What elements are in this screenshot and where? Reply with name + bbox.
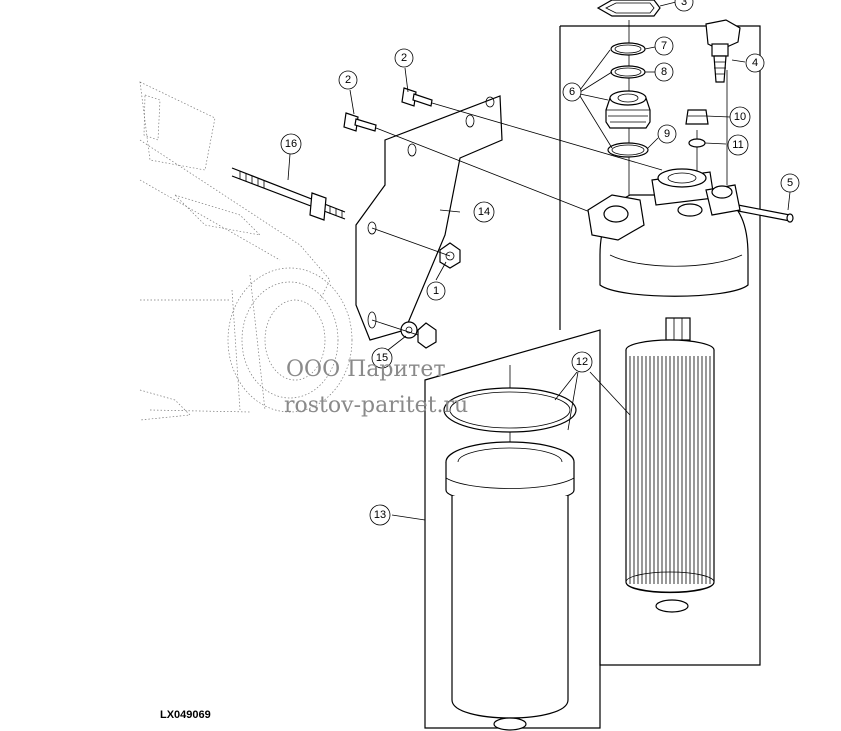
callout-2-left: 2	[338, 70, 358, 90]
watermark-company: ООО Паритет	[286, 357, 446, 382]
filter-head-housing	[587, 168, 749, 297]
o-ring-9	[607, 142, 649, 158]
filter-element	[625, 317, 715, 613]
watermark-url: rostov-paritet.ru	[284, 393, 468, 418]
callout-16: 16	[280, 133, 302, 155]
callout-label: 7	[661, 40, 667, 52]
callout-14: 14	[473, 201, 495, 223]
cover-plate	[596, 0, 661, 17]
callout-9: 9	[657, 124, 677, 144]
callout-label: 13	[374, 509, 386, 521]
callout-label: 5	[787, 177, 793, 189]
callout-3: 3	[674, 0, 694, 12]
callout-label: 14	[478, 206, 490, 218]
callout-label: 16	[285, 138, 297, 150]
adapter-fitting	[605, 90, 651, 129]
filter-bowl-o-ring	[443, 387, 577, 433]
callout-label: 2	[401, 52, 407, 64]
callout-2-right: 2	[394, 48, 414, 68]
callout-label: 4	[752, 57, 758, 69]
mounting-bolt-upper	[401, 87, 433, 107]
callout-label: 10	[734, 111, 746, 123]
callout-label: 8	[661, 66, 667, 78]
callout-4: 4	[745, 53, 765, 73]
group-frame-bowl	[424, 329, 601, 729]
callout-label: 11	[732, 139, 743, 151]
figure-code: LX049069	[160, 709, 211, 721]
o-ring-7	[610, 42, 646, 56]
callout-1: 1	[426, 281, 446, 301]
callout-13: 13	[369, 504, 391, 526]
callout-label: 2	[345, 74, 351, 86]
callout-label: 12	[576, 356, 588, 368]
callout-5: 5	[780, 173, 800, 193]
callout-label: 1	[433, 285, 439, 297]
callout-12: 12	[571, 351, 593, 373]
drain-plug	[685, 109, 709, 125]
filter-bowl	[445, 441, 575, 731]
sealing-washer	[688, 138, 706, 148]
callout-7: 7	[654, 36, 674, 56]
hex-nut-upper	[439, 242, 461, 269]
locating-pin	[737, 204, 794, 223]
callout-leaders	[287, 1, 791, 521]
callout-11: 11	[727, 134, 749, 156]
o-ring-8	[610, 65, 646, 79]
callout-8: 8	[654, 62, 674, 82]
mounting-bolt-lower	[343, 112, 377, 132]
callout-15: 15	[371, 347, 393, 369]
callout-label: 9	[664, 128, 670, 140]
callout-label: 6	[569, 86, 575, 98]
callout-6: 6	[562, 82, 582, 102]
callout-label: 3	[681, 0, 687, 8]
stud-bolt	[231, 167, 346, 221]
pressure-sensor	[705, 19, 741, 83]
tractor-frame-outline	[139, 81, 353, 421]
washer-and-nut-lower	[400, 321, 437, 349]
callout-10: 10	[729, 106, 751, 128]
callout-label: 15	[376, 352, 388, 364]
